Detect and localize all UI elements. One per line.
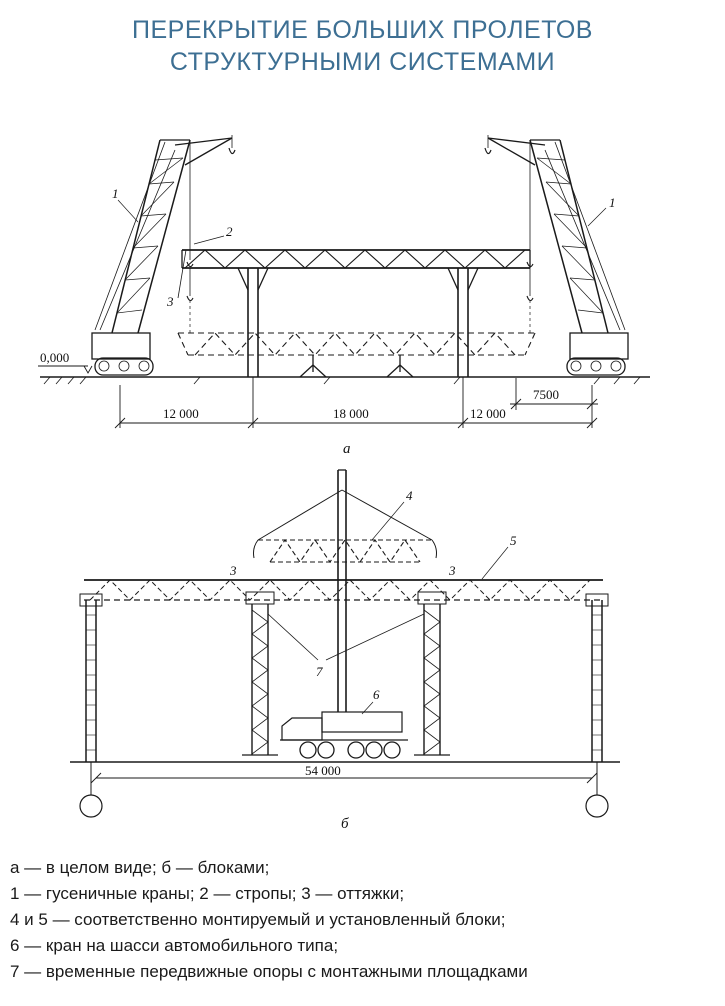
dim-12000-left: 12 000 bbox=[163, 406, 199, 421]
crane-body-right bbox=[569, 332, 629, 360]
title-line-2: СТРУКТУРНЫМИ СИСТЕМАМИ bbox=[169, 48, 556, 76]
temporary-supports-a bbox=[299, 355, 414, 378]
dim-54000: 54 000 bbox=[305, 763, 341, 778]
footing-left bbox=[79, 794, 103, 818]
level-mark-arrow bbox=[83, 365, 93, 374]
legend-line-4: 6 — кран на шасси автомобильного типа; bbox=[10, 936, 339, 955]
roof-truss-lattice-b bbox=[89, 579, 591, 601]
label-1-right: 1 bbox=[609, 195, 616, 210]
left-crawler-crane bbox=[91, 135, 236, 376]
temporary-mobile-supports bbox=[242, 591, 450, 756]
label-7: 7 bbox=[316, 664, 323, 679]
title-line-1: ПЕРЕКРЫТИЕ БОЛЬШИХ ПРОЛЕТОВ bbox=[132, 16, 593, 44]
label-3: 3 bbox=[166, 294, 174, 309]
hook-left-top bbox=[228, 147, 236, 155]
figure-a: 0,000 bbox=[38, 135, 650, 457]
figure-b: 54 000 3 3 4 5 6 7 б bbox=[70, 469, 620, 832]
legend: а — в целом виде; б — блоками; 1 — гусен… bbox=[10, 855, 722, 985]
footing-right bbox=[585, 794, 609, 818]
caption-b: б bbox=[341, 816, 349, 832]
ground-hatch-a bbox=[43, 376, 641, 385]
label-3-right: 3 bbox=[448, 563, 456, 578]
label-3-left: 3 bbox=[229, 563, 237, 578]
label-1-left: 1 bbox=[112, 186, 119, 201]
roof-truss-assembly-position bbox=[177, 332, 536, 356]
label-5: 5 bbox=[510, 533, 517, 548]
dim-7500: 7500 bbox=[533, 387, 559, 402]
legend-line-2: 1 — гусеничные краны; 2 — стропы; 3 — от… bbox=[10, 884, 405, 903]
outer-columns-b bbox=[79, 593, 609, 762]
dim-18000: 18 000 bbox=[333, 406, 369, 421]
label-4: 4 bbox=[406, 488, 413, 503]
columns-a bbox=[237, 267, 479, 377]
roof-truss-installed bbox=[181, 249, 531, 269]
legend-line-3: 4 и 5 — соответственно монтируемый и уст… bbox=[10, 910, 506, 929]
crawler-track-left bbox=[94, 357, 154, 376]
truck-crane bbox=[280, 711, 408, 759]
right-crawler-crane bbox=[484, 135, 629, 376]
caption-a: а bbox=[343, 441, 351, 457]
legend-line-1: а — в целом виде; б — блоками; bbox=[10, 858, 270, 877]
level-mark-label: 0,000 bbox=[40, 350, 69, 365]
crawler-track-right bbox=[566, 357, 626, 376]
block-4-being-mounted bbox=[258, 539, 432, 563]
dimension-lines-a bbox=[114, 377, 598, 429]
hook-right-top bbox=[484, 147, 492, 155]
dim-12000-right: 12 000 bbox=[470, 406, 506, 421]
legend-line-5: 7 — временные передвижные опоры с монтаж… bbox=[10, 962, 528, 981]
page-title: ПЕРЕКРЫТИЕ БОЛЬШИХ ПРОЛЕТОВ СТРУКТУРНЫМИ… bbox=[0, 14, 725, 78]
crane-body-left bbox=[91, 332, 151, 360]
label-6: 6 bbox=[373, 687, 380, 702]
label-2: 2 bbox=[226, 224, 233, 239]
